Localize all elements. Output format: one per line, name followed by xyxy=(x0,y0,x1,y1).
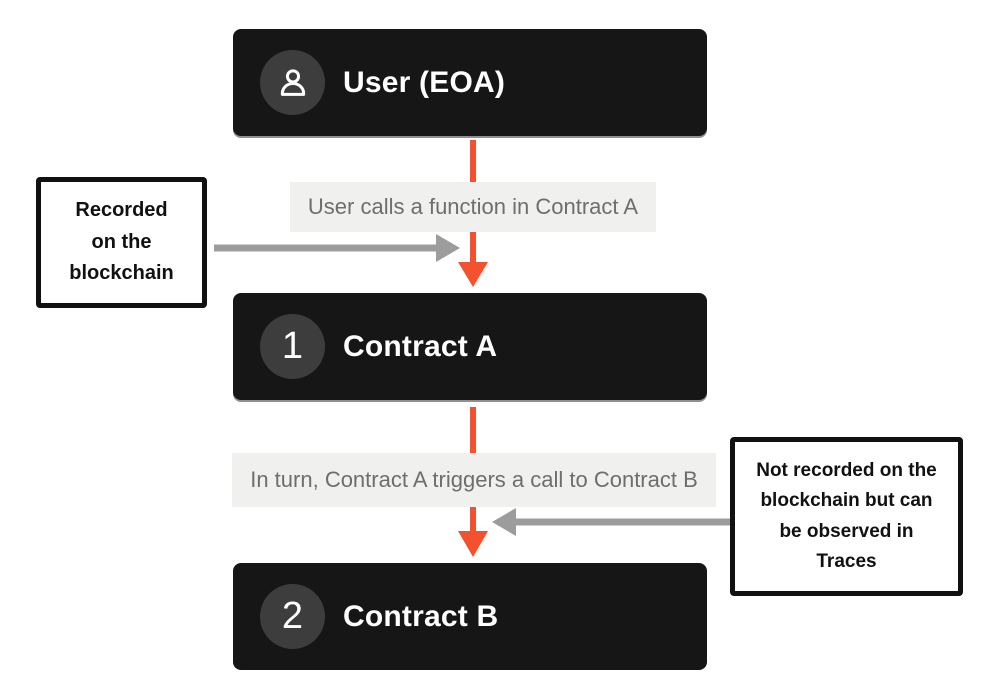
step-badge-1: 1 xyxy=(260,314,325,379)
node-title: User (EOA) xyxy=(343,65,506,99)
flow-label-user-call: User calls a function in Contract A xyxy=(290,182,656,232)
node-contract-b: 2 Contract B xyxy=(233,563,707,670)
callout-recorded-on-chain: Recorded on the blockchain xyxy=(36,177,207,308)
step-badge-2: 2 xyxy=(260,584,325,649)
annotation-arrow-right xyxy=(492,508,736,536)
node-title: Contract A xyxy=(343,329,498,363)
arrow-left-icon xyxy=(492,508,516,536)
node-contract-a: 1 Contract A xyxy=(233,293,707,400)
arrow-down-icon xyxy=(458,262,488,287)
callout-line: blockchain but can xyxy=(760,490,933,512)
node-title: Contract B xyxy=(343,599,499,633)
callout-line: on the xyxy=(91,230,152,253)
callout-line: blockchain xyxy=(69,262,174,285)
avatar xyxy=(260,50,325,115)
callout-line: Recorded xyxy=(75,199,168,222)
callout-line: Not recorded on the xyxy=(756,460,937,482)
arrow-down-icon xyxy=(458,531,488,557)
callout-not-recorded-traces: Not recorded on the blockchain but can b… xyxy=(730,437,963,596)
badge-number: 2 xyxy=(281,594,304,637)
node-user-eoa: User (EOA) xyxy=(233,29,707,136)
callout-line: Traces xyxy=(816,550,877,572)
badge-number: 1 xyxy=(281,324,304,367)
annotation-arrow-left xyxy=(214,234,460,262)
callout-line: be observed in xyxy=(779,520,914,542)
arrow-right-icon xyxy=(436,234,460,262)
flow-label-contract-a-call: In turn, Contract A triggers a call to C… xyxy=(232,453,716,507)
user-icon xyxy=(280,68,305,96)
